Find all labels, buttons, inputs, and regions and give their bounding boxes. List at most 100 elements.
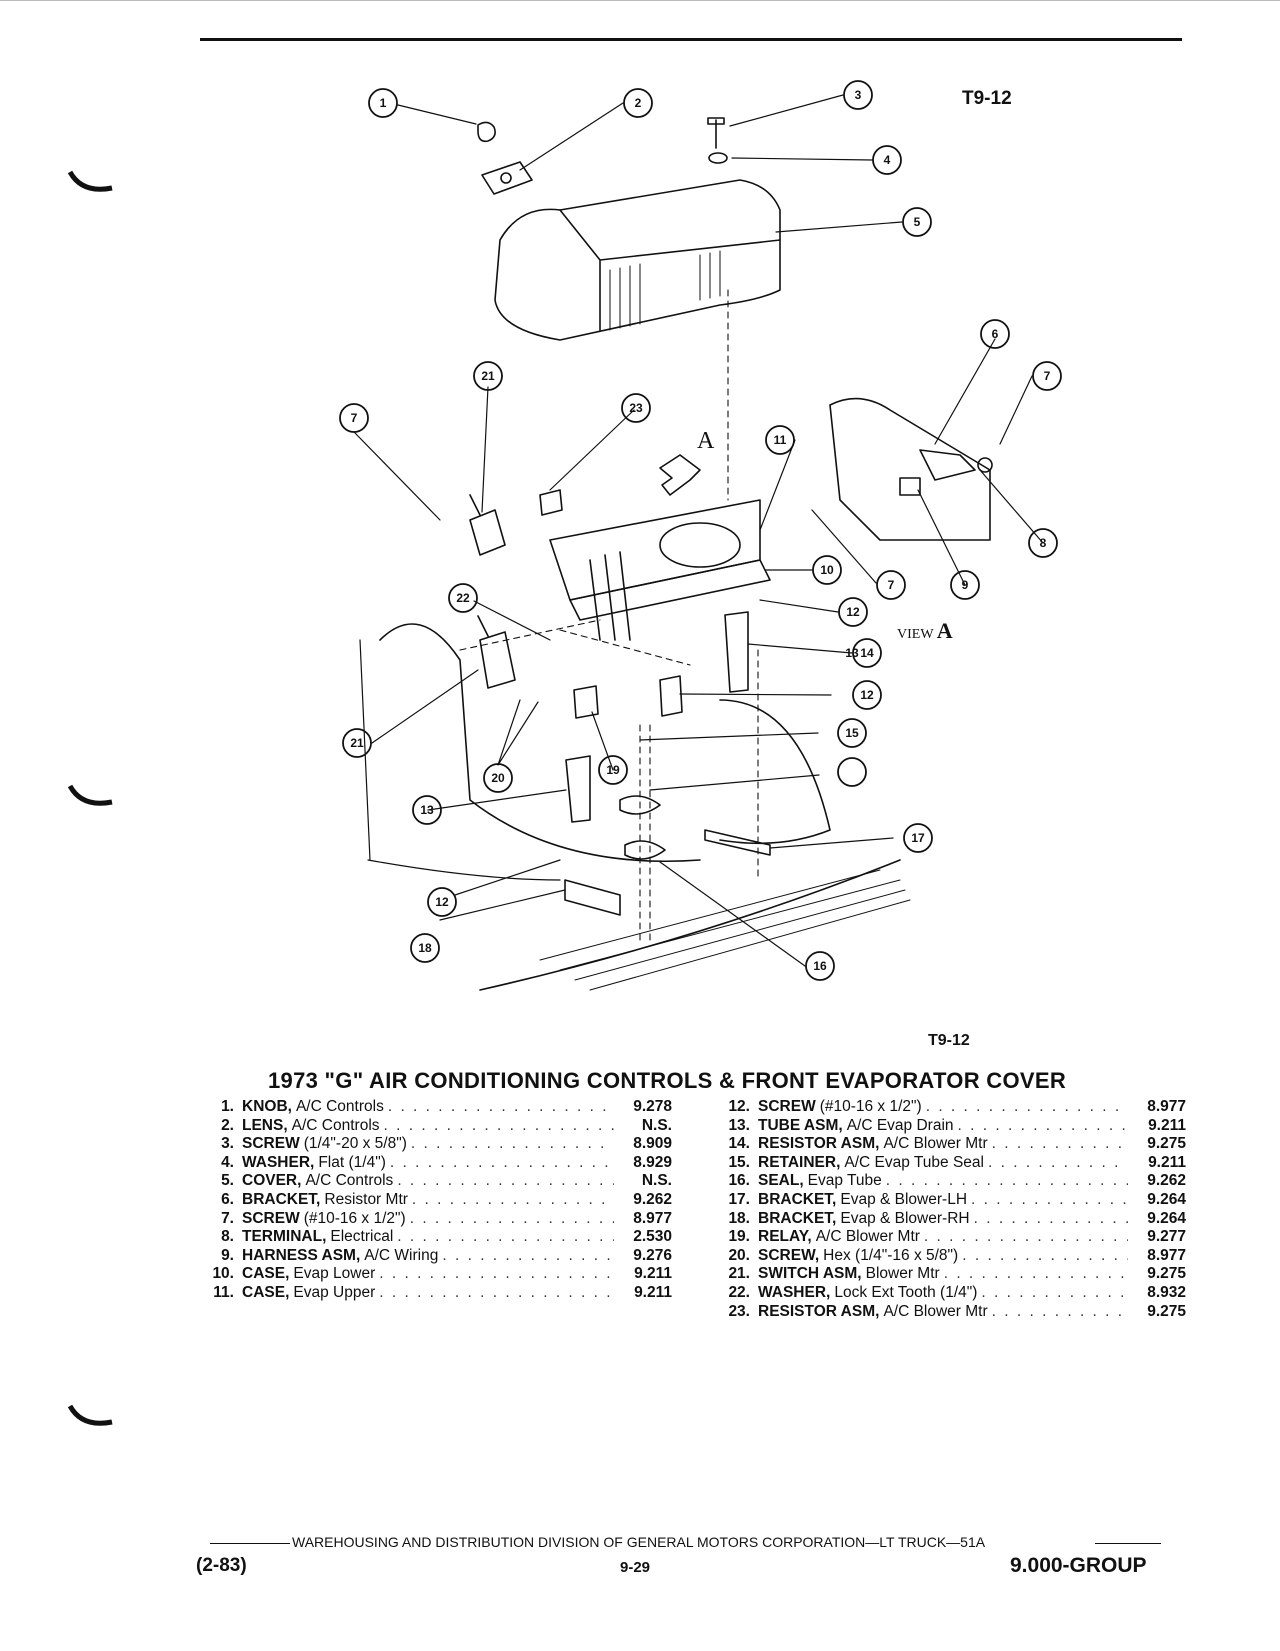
group-number: 9.211 bbox=[1148, 1153, 1186, 1171]
part-number: 8. bbox=[221, 1228, 234, 1246]
parts-list-row: 3.SCREW(1/4"-20 x 5/8"). . . . . . . . .… bbox=[196, 1135, 672, 1154]
leader-dots: . . . . . . . . . . . . . . . . . . . . … bbox=[987, 1153, 1128, 1171]
part-description: A/C Controls bbox=[291, 1116, 380, 1134]
drain-tube-left bbox=[565, 755, 591, 823]
resistor-bracket bbox=[919, 449, 976, 481]
callout-12: 12 bbox=[435, 895, 449, 909]
part-name: KNOB, bbox=[242, 1098, 292, 1115]
part-number: 11. bbox=[213, 1283, 234, 1301]
switch-lower bbox=[477, 615, 516, 689]
callout-18: 18 bbox=[418, 941, 432, 955]
parts-list-row: 11.CASE,Evap Upper. . . . . . . . . . . … bbox=[196, 1284, 672, 1303]
leader-dots: . . . . . . . . . . . . . . . . . . . . … bbox=[383, 1116, 614, 1134]
callout-12: 12 bbox=[860, 688, 874, 702]
leader-dots: . . . . . . . . . . . . . . . . . . . . … bbox=[885, 1172, 1128, 1190]
group-number: 9.264 bbox=[1147, 1190, 1186, 1208]
callout-12: 12 bbox=[846, 605, 860, 619]
callout-2: 2 bbox=[635, 96, 642, 110]
part-description: (#10-16 x 1/2") bbox=[303, 1209, 406, 1227]
view-a-panel bbox=[829, 397, 991, 541]
parts-list-row: 23.RESISTOR ASM,A/C Blower Mtr. . . . . … bbox=[712, 1303, 1186, 1322]
group-number: 9.276 bbox=[633, 1246, 672, 1264]
body-panel-left bbox=[359, 639, 561, 881]
part-number: 22. bbox=[728, 1283, 750, 1301]
callout-5: 5 bbox=[914, 215, 921, 229]
part-name: HARNESS ASM, bbox=[242, 1246, 361, 1264]
part-name: BRACKET, bbox=[242, 1190, 321, 1208]
callout-20: 20 bbox=[491, 771, 505, 785]
callout-17: 17 bbox=[911, 831, 925, 845]
view-label: VIEW bbox=[897, 627, 934, 642]
parts-list-title: 1973 "G" AIR CONDITIONING CONTROLS & FRO… bbox=[268, 1068, 1067, 1093]
leader-dots: . . . . . . . . . . . . . . . . . . . . … bbox=[991, 1302, 1128, 1320]
leader-dots: . . . . . . . . . . . . . . . . . . . . … bbox=[991, 1135, 1128, 1153]
figure-id-bottom: T9-12 bbox=[928, 1032, 970, 1049]
parts-list-row: 21.SWITCH ASM,Blower Mtr. . . . . . . . … bbox=[712, 1265, 1186, 1284]
part-number: 17. bbox=[728, 1190, 750, 1208]
part-number: 7. bbox=[221, 1209, 234, 1227]
evap-cover-slots bbox=[609, 250, 721, 331]
part-number: 12. bbox=[728, 1098, 750, 1115]
callout-15: 15 bbox=[845, 726, 859, 740]
evap-cover-ridge bbox=[559, 209, 781, 331]
parts-list-row: 22.WASHER,Lock Ext Tooth (1/4"). . . . .… bbox=[712, 1284, 1186, 1303]
part-number: 15. bbox=[728, 1153, 750, 1171]
view-a-arrow bbox=[659, 454, 701, 496]
leader-dots: . . . . . . . . . . . . . . . . . . . . … bbox=[962, 1246, 1128, 1264]
group-number: 9.275 bbox=[1147, 1265, 1186, 1283]
part-description: Resistor Mtr bbox=[324, 1190, 408, 1208]
group-number: 8.929 bbox=[633, 1153, 672, 1171]
part-number: 4. bbox=[221, 1153, 234, 1171]
group-number: 8.909 bbox=[633, 1135, 672, 1153]
part-description: Evap Lower bbox=[293, 1265, 376, 1283]
part-number: 18. bbox=[728, 1209, 750, 1227]
view-letter: A bbox=[936, 618, 953, 643]
part-name: CASE, bbox=[242, 1265, 290, 1283]
part-description: Evap Upper bbox=[293, 1283, 376, 1301]
part-description: Evap & Blower-LH bbox=[840, 1190, 968, 1208]
footer-rule-left bbox=[210, 1543, 290, 1544]
part-description: A/C Evap Tube Seal bbox=[844, 1153, 984, 1171]
callout-7: 7 bbox=[351, 411, 358, 425]
part-number: 3. bbox=[221, 1135, 234, 1153]
part-name: LENS, bbox=[242, 1116, 288, 1134]
evap-cover bbox=[494, 179, 781, 341]
harness-connector bbox=[899, 477, 921, 496]
parts-list-row: 16.SEAL,Evap Tube. . . . . . . . . . . .… bbox=[712, 1172, 1186, 1191]
leader-dots: . . . . . . . . . . . . . . . . . . . . … bbox=[410, 1135, 614, 1153]
callout-16: 16 bbox=[813, 959, 827, 973]
part-name: SCREW bbox=[242, 1135, 300, 1153]
leader-dots: . . . . . . . . . . . . . . . . . . . . … bbox=[442, 1246, 614, 1264]
group-number: 9.275 bbox=[1147, 1135, 1186, 1153]
callout-14: 14 bbox=[860, 646, 874, 660]
view-a-arrow-letter: A bbox=[697, 428, 715, 454]
leader-dots: . . . . . . . . . . . . . . . . . . . . … bbox=[379, 1283, 614, 1301]
parts-list-row: 6.BRACKET,Resistor Mtr. . . . . . . . . … bbox=[196, 1191, 672, 1210]
group-number: 2.530 bbox=[633, 1228, 672, 1246]
part-name: TERMINAL, bbox=[242, 1228, 327, 1246]
part-description: Blower Mtr bbox=[865, 1265, 940, 1283]
evap-case-upper bbox=[549, 499, 761, 601]
bracket-rh bbox=[564, 879, 621, 916]
screw-part bbox=[707, 117, 725, 149]
part-name: TUBE ASM, bbox=[758, 1116, 843, 1134]
part-name: RESISTOR ASM, bbox=[758, 1302, 880, 1320]
part-description: A/C Controls bbox=[305, 1172, 394, 1190]
part-number: 20. bbox=[728, 1246, 750, 1264]
wheelhouse-outline bbox=[379, 623, 701, 863]
leader-dots: . . . . . . . . . . . . . . . . . . . . … bbox=[973, 1209, 1128, 1227]
part-description: A/C Controls bbox=[295, 1098, 384, 1115]
binder-hole-mark bbox=[67, 170, 114, 196]
evap-case-lower bbox=[569, 559, 771, 621]
part-name: SWITCH ASM, bbox=[758, 1265, 862, 1283]
callout-11: 11 bbox=[774, 433, 787, 447]
parts-list-row: 5.COVER,A/C Controls. . . . . . . . . . … bbox=[196, 1172, 672, 1191]
wheelhouse-inner bbox=[719, 699, 831, 845]
part-name: RETAINER, bbox=[758, 1153, 841, 1171]
part-description: Evap Tube bbox=[807, 1172, 882, 1190]
resistor-lower bbox=[659, 675, 683, 717]
part-description: Hex (1/4"-16 x 5/8") bbox=[823, 1246, 959, 1264]
footer-group: 9.000-GROUP bbox=[1010, 1554, 1147, 1577]
footer-date: (2-83) bbox=[196, 1555, 247, 1576]
leader-dots: . . . . . . . . . . . . . . . . . . . . … bbox=[923, 1228, 1128, 1246]
